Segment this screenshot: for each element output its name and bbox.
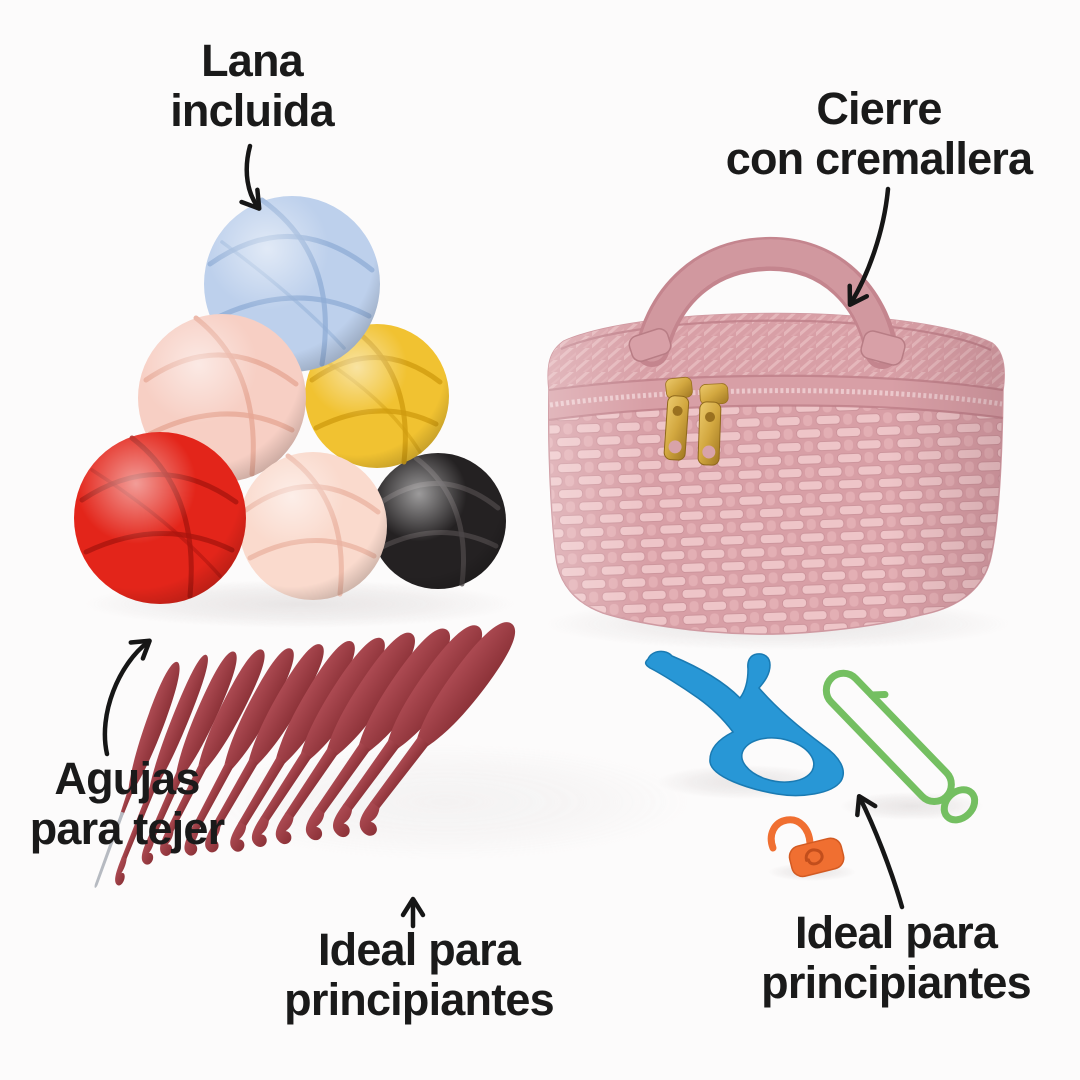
arrow-to-accessories bbox=[855, 793, 905, 910]
yarn-ball-peach bbox=[239, 452, 387, 600]
handle-tab-right bbox=[860, 330, 906, 366]
zipper-pull-left bbox=[663, 395, 690, 461]
yarn-ball-red bbox=[74, 432, 246, 604]
pull-hole bbox=[668, 440, 682, 454]
yarn-ball-yellow bbox=[305, 324, 449, 468]
case-side-shading bbox=[548, 313, 1005, 635]
stitch-marker bbox=[767, 816, 845, 878]
zipper-sliders bbox=[665, 376, 729, 405]
zipper-pull-right bbox=[697, 401, 722, 466]
ball-shading bbox=[305, 324, 449, 468]
holder-clasp-ring bbox=[940, 786, 979, 824]
stitch-holder bbox=[822, 669, 979, 824]
holder-loop bbox=[822, 669, 955, 806]
holder-catch bbox=[868, 691, 889, 699]
marker-spiral bbox=[804, 848, 824, 866]
pull-hole bbox=[702, 445, 716, 459]
marker-body bbox=[788, 837, 845, 878]
marker-hasp bbox=[767, 816, 814, 852]
pull-hole bbox=[672, 405, 683, 416]
yarn-ball-black bbox=[370, 453, 506, 589]
ball-shading bbox=[370, 453, 506, 589]
arrow-to-zipper bbox=[847, 186, 891, 307]
handle-tab-left bbox=[628, 328, 672, 362]
accessories bbox=[644, 650, 979, 878]
arrow-to-yarn bbox=[239, 143, 262, 211]
yarn-guide-tool bbox=[644, 650, 845, 797]
storage-case bbox=[547, 236, 1005, 635]
yarn-pyramid bbox=[74, 196, 506, 604]
crochet-hook bbox=[86, 658, 186, 891]
arrow-to-hooks-left bbox=[102, 638, 152, 757]
ball-shading bbox=[74, 432, 246, 604]
ball-shading bbox=[239, 452, 387, 600]
annotation-arrows bbox=[102, 143, 905, 929]
pull-hole bbox=[705, 412, 716, 423]
zipper-slider bbox=[699, 383, 729, 405]
